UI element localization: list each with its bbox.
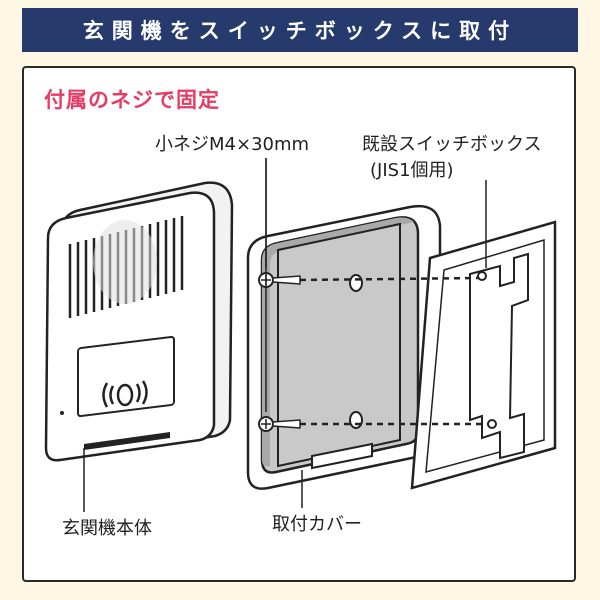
switch-box-label: 既設スイッチボックス <box>362 134 542 155</box>
switch-box-illustration <box>410 220 557 490</box>
switch-box-spec-label: (JIS1個用) <box>370 160 454 181</box>
door-unit-label: 玄関機本体 <box>62 518 152 539</box>
cover-label: 取付カバー <box>272 514 362 535</box>
mounting-cover-illustration <box>246 204 442 490</box>
screw-upper <box>258 272 301 288</box>
section-subtitle: 付属のネジで固定 <box>44 88 220 112</box>
screw-lower <box>258 416 301 432</box>
call-button-icon <box>102 380 148 408</box>
header-bar: 玄関機をスイッチボックスに取付 <box>22 8 578 52</box>
door-unit-illustration <box>44 181 234 462</box>
screw-label: 小ネジM4×30mm <box>155 134 310 155</box>
header-title: 玄関機をスイッチボックスに取付 <box>82 19 518 43</box>
